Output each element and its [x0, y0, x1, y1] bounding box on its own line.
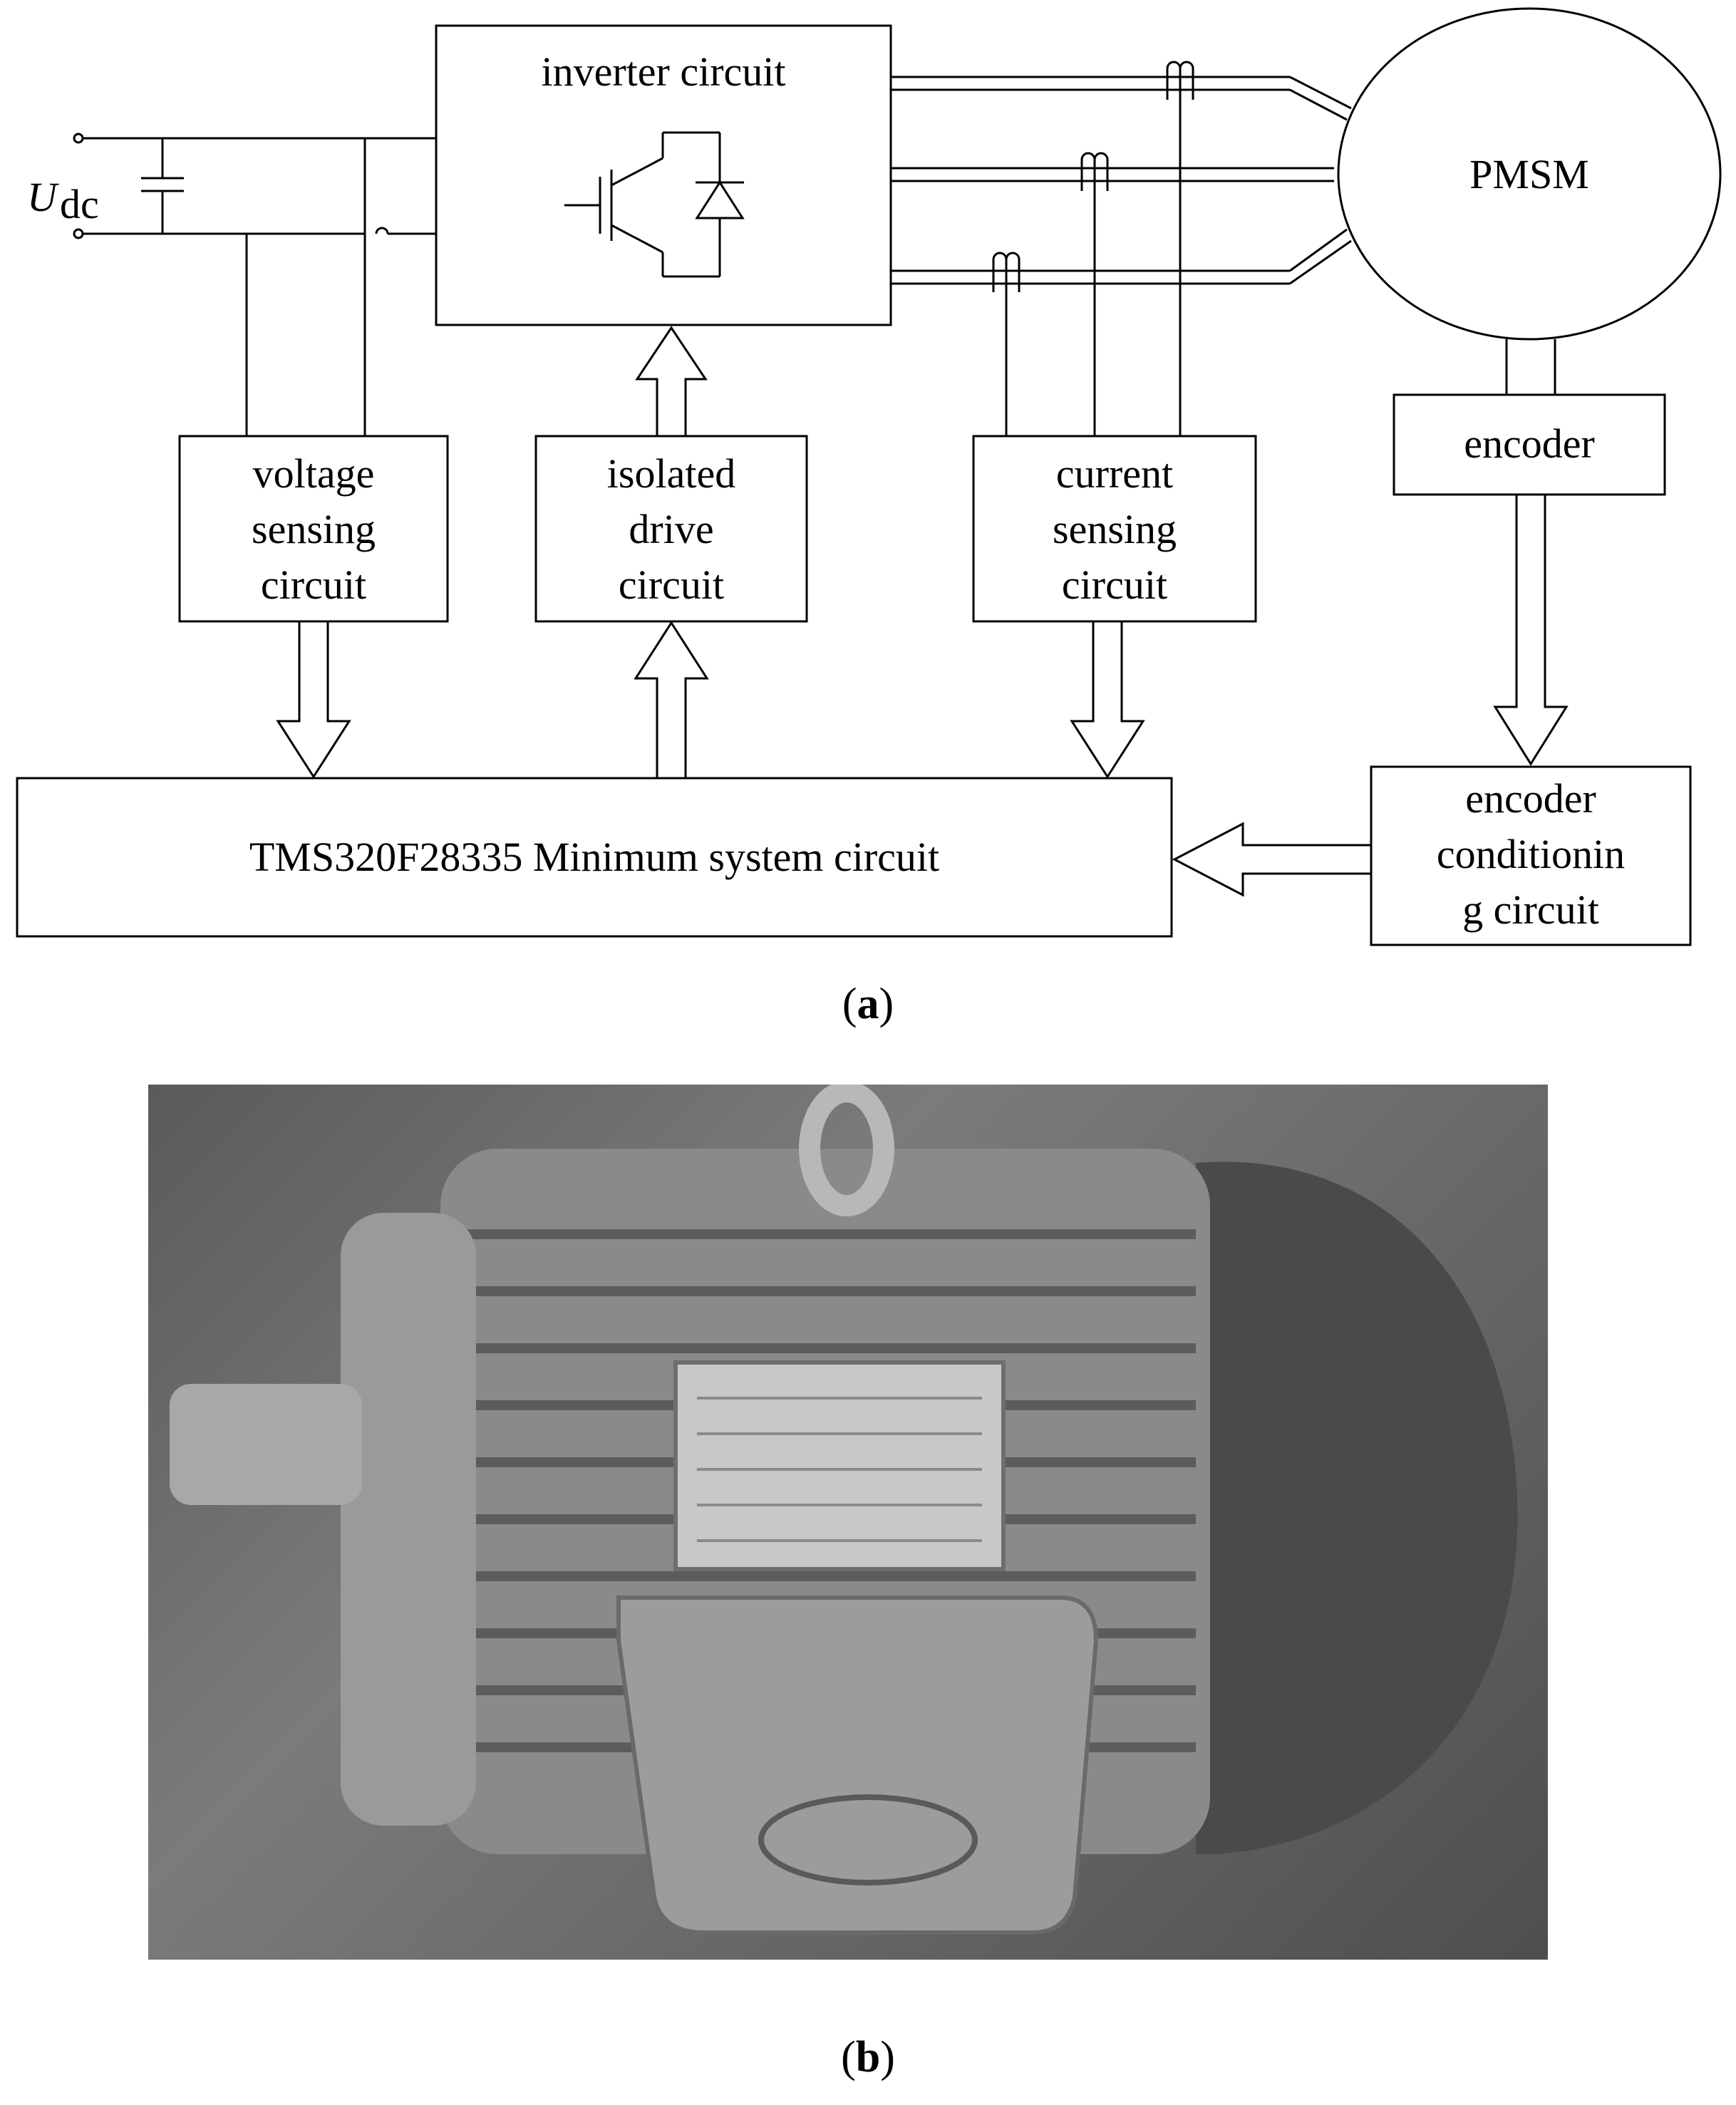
motor-label: PMSM	[1469, 151, 1589, 197]
dc-source-label: U	[27, 174, 60, 220]
igbt-icon	[564, 131, 745, 278]
current-sensing-line-3: circuit	[1062, 562, 1167, 608]
voltage-sensing-line-2: sensing	[252, 506, 376, 552]
dc-terminal-top	[73, 133, 84, 144]
current-sensing-line-1: current	[1056, 450, 1173, 497]
arrow-drive-to-inverter	[635, 326, 708, 438]
dc-terminal-bottom	[73, 228, 84, 239]
drive-system-block-diagram: U dc inverter circuit PMSM encoder volta…	[16, 7, 1722, 946]
controller-box	[16, 777, 1173, 938]
three-phase-output	[891, 76, 1352, 285]
isolated-drive-line-3: circuit	[619, 562, 724, 608]
caption-a: (a)	[842, 980, 894, 1028]
caption-b: (b)	[841, 2033, 895, 2081]
dc-source-subscript: dc	[60, 181, 99, 227]
controller-label: TMS320F28335 Minimum system circuit	[249, 834, 939, 880]
encoder-label: encoder	[1464, 420, 1595, 467]
current-sensing-line-2: sensing	[1053, 506, 1177, 552]
arrow-conditioning-to-controller	[1172, 822, 1373, 897]
isolated-drive-line-1: isolated	[607, 450, 735, 497]
current-sensor-coil-3	[992, 252, 1021, 436]
encoder-conditioning-line-2: conditionin	[1437, 831, 1625, 877]
inverter-circuit-box	[435, 24, 892, 326]
voltage-sensing-line-1: voltage	[253, 450, 375, 497]
pmsm-motor	[1337, 7, 1722, 341]
arrow-voltage-to-controller	[276, 620, 351, 779]
arrow-encoder-to-conditioning	[1493, 493, 1569, 766]
current-sensor-coil-2	[1080, 152, 1109, 436]
encoder-conditioning-line-3: g circuit	[1462, 886, 1599, 933]
arrow-controller-to-drive	[634, 621, 709, 780]
inverter-label: inverter circuit	[542, 48, 786, 95]
encoder-conditioning-line-1: encoder	[1465, 775, 1596, 822]
arrow-current-to-controller	[1070, 620, 1145, 779]
isolated-drive-line-2: drive	[629, 506, 713, 552]
current-sensor-coil-1	[1166, 61, 1194, 436]
voltage-sensing-line-3: circuit	[261, 562, 366, 608]
dc-link-capacitor	[141, 138, 184, 234]
motor-photo	[148, 1085, 1548, 1960]
